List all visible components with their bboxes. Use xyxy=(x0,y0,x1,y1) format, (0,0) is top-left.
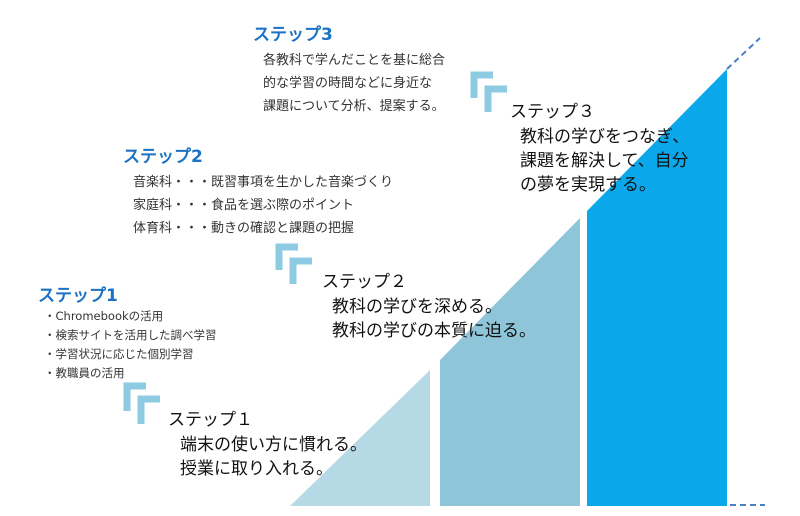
step1-item: ・教職員の活用 xyxy=(44,366,125,380)
step1-stage-line: 授業に取り入れる。 xyxy=(180,459,333,479)
stage3-shape xyxy=(587,69,727,506)
bracket-icon-step3 xyxy=(470,71,507,112)
dashed-continuation-top xyxy=(726,37,761,70)
step2-stage-line: 教科の学びを深める。 xyxy=(332,297,502,317)
step2-stage-line: 教科の学びの本質に迫る。 xyxy=(332,321,536,341)
step2-heading: ステップ2 xyxy=(123,147,203,167)
step1-item: ・学習状況に応じた個別学習 xyxy=(44,347,194,361)
step3-item: 各教科で学んだことを基に総合 xyxy=(263,53,446,68)
step3-stage-line: 課題を解決して、自分 xyxy=(520,151,689,171)
step3-item: 課題について分析、提案する。 xyxy=(263,99,445,114)
step1-item: ・検索サイトを活用した調べ学習 xyxy=(44,328,217,342)
step2-stage-label: ステップ２ xyxy=(322,272,407,292)
stage2-shape xyxy=(440,218,580,506)
step3-stage-label: ステップ３ xyxy=(510,102,595,122)
step2-item: 音楽科・・・既習事項を生かした音楽づくり xyxy=(133,175,394,190)
step1-item: ・Chromebookの活用 xyxy=(44,309,164,323)
step3-stage-line: の夢を実現する。 xyxy=(520,175,656,195)
step1-heading: ステップ1 xyxy=(38,286,118,306)
step1-stage-label: ステップ１ xyxy=(168,410,253,430)
stage1-shape xyxy=(290,370,430,506)
bracket-icon-step2 xyxy=(275,243,312,284)
step3-stage-line: 教科の学びをつなぎ、 xyxy=(520,127,690,147)
step3-item: 的な学習の時間などに身近な xyxy=(263,76,433,91)
step2-item: 体育科・・・動きの確認と課題の把握 xyxy=(133,221,355,236)
bracket-icon-step1 xyxy=(123,382,160,424)
step2-item: 家庭科・・・食品を選ぶ際のポイント xyxy=(133,198,355,213)
step1-stage-line: 端末の使い方に慣れる。 xyxy=(180,435,367,455)
step3-heading: ステップ3 xyxy=(253,25,333,45)
